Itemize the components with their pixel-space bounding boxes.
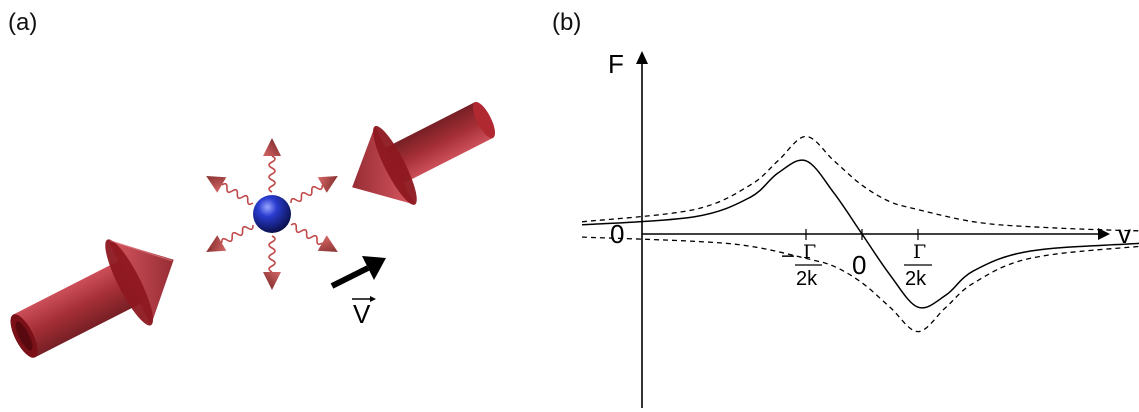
panel-b: (b) F v 0 0 − Γ 2k: [552, 9, 1139, 408]
y-axis-arrowhead-icon: [636, 51, 648, 64]
x-axis-arrowhead-icon: [1098, 228, 1110, 240]
panel-b-label: (b): [552, 9, 581, 36]
spontaneous-emission-arrow-icon: [263, 138, 281, 193]
atom-sphere-icon: [253, 195, 291, 233]
velocity-arrow-icon: [330, 256, 386, 289]
spontaneous-emission-arrow-icon: [206, 224, 254, 252]
spontaneous-emission-arrow-icon: [206, 176, 254, 206]
emission-arrows: [206, 138, 338, 290]
x-tick-label-neg: − Γ 2k: [780, 241, 822, 290]
laser-beam-left-icon: [10, 239, 174, 358]
tick-neg-sign: −: [780, 245, 796, 267]
laser-beam-right-icon: [352, 101, 496, 205]
single-beam-force-curve-0: [581, 135, 1139, 232]
spontaneous-emission-arrow-icon: [263, 235, 281, 290]
tick-pos-numerator: Γ: [913, 241, 926, 263]
net-force-curve: [581, 159, 1139, 309]
y-axis-label: F: [608, 49, 624, 79]
x-tick-label-pos: Γ 2k: [904, 241, 932, 290]
spontaneous-emission-arrow-icon: [290, 176, 338, 204]
force-velocity-chart: F v 0 0 − Γ 2k Γ 2k: [581, 49, 1139, 408]
x-axis-label: v: [1118, 219, 1131, 249]
panel-a-label: (a): [8, 9, 37, 36]
tick-pos-denominator: 2k: [905, 268, 927, 290]
velocity-label: V: [353, 299, 371, 329]
curves: [581, 135, 1139, 333]
panel-a: (a): [8, 9, 496, 358]
tick-neg-denominator: 2k: [796, 268, 818, 290]
x-origin-label: 0: [852, 250, 866, 280]
y-origin-label: 0: [610, 219, 624, 249]
spontaneous-emission-arrow-icon: [290, 222, 338, 252]
tick-neg-numerator: Γ: [803, 241, 816, 263]
velocity-label-group: V: [352, 296, 376, 329]
